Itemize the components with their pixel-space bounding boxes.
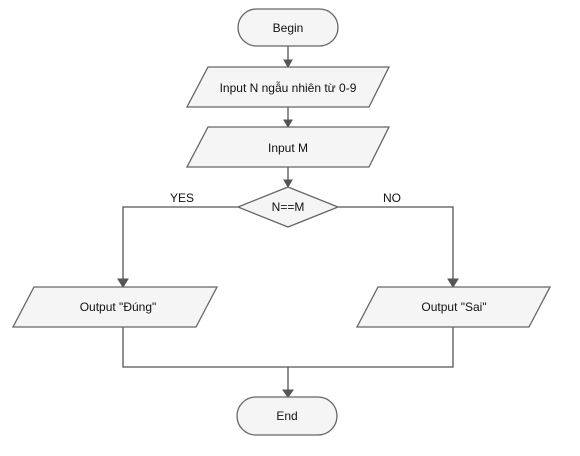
terminator-shape [236,396,338,436]
node-input-m: Input M [185,126,391,168]
node-output-true-label: Output "Đúng" [80,300,157,314]
node-begin: Begin [237,8,339,47]
arrowhead-output-true [117,278,129,288]
arrowhead-input-n [283,59,293,69]
input-shape [185,66,391,108]
node-output-true: Output "Đúng" [11,286,219,328]
arrowhead-decision [283,179,293,189]
edge-label-yes: YES [170,191,194,205]
node-decision-label: N==M [272,200,305,214]
edge-decision-yes [122,206,238,279]
node-end-label: End [276,409,297,423]
arrowhead-input-m [283,119,293,129]
output-shape [11,286,219,328]
node-begin-label: Begin [273,21,304,35]
edges [117,46,459,398]
node-output-false-label: Output "Sai" [421,300,486,314]
node-end: End [236,396,338,436]
edge-label-no: NO [383,191,401,205]
node-input-n-label: Input N ngẫu nhiên từ 0-9 [220,80,357,95]
arrowhead-output-false [447,278,459,288]
node-input-m-label: Input M [268,141,308,155]
input-shape [185,126,391,168]
edge-decision-no [338,206,454,279]
node-input-n: Input N ngẫu nhiên từ 0-9 [185,66,391,108]
node-output-false: Output "Sai" [355,286,552,328]
decision-shape [236,186,340,228]
output-shape [355,286,552,328]
node-decision: N==M [236,186,340,228]
arrowhead-end [282,389,294,398]
edge-output-true-to-merge [122,327,454,368]
terminator-shape [237,8,339,47]
